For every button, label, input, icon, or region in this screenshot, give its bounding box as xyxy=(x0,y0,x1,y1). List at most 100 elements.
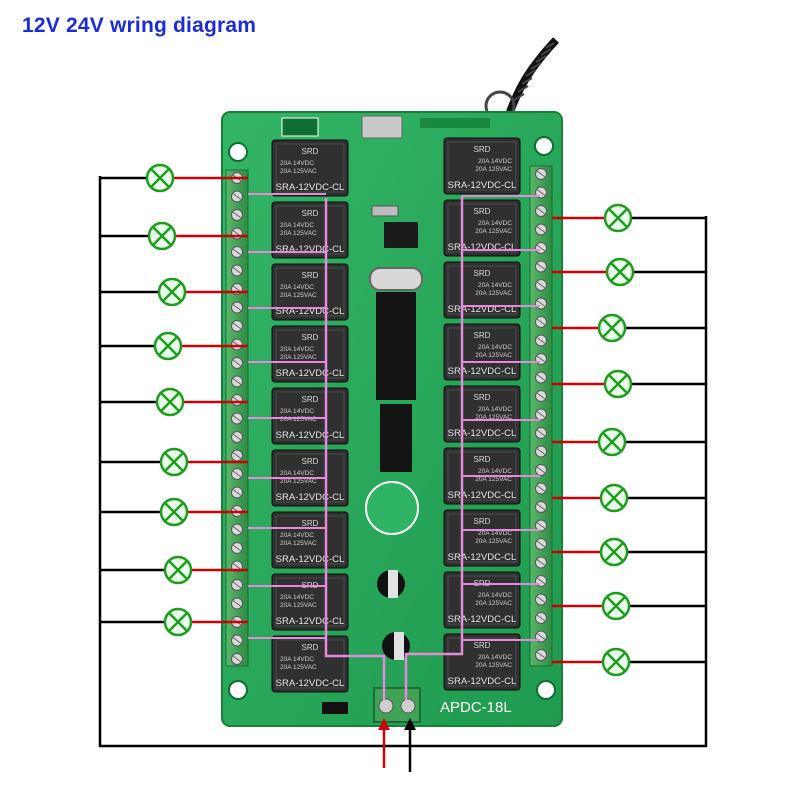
relay-model: SRA-12VDC-CL xyxy=(276,368,345,379)
lamp-icon xyxy=(159,497,189,527)
relay-rating: 20A 125VAC xyxy=(475,662,512,669)
relay-brand: SRD xyxy=(302,333,319,342)
relay-rating: 20A 14VDC xyxy=(280,408,314,415)
relay-rating: 20A 14VDC xyxy=(478,344,512,351)
common-pink-bus xyxy=(404,196,464,700)
relay-brand: SRD xyxy=(474,641,491,650)
lamp-icon xyxy=(153,331,183,361)
terminal-strip xyxy=(529,165,553,667)
relay-brand: SRD xyxy=(302,395,319,404)
lamp-icon xyxy=(163,607,193,637)
relay-rating: 20A 14VDC xyxy=(280,470,314,477)
relay-rating: 20A 14VDC xyxy=(478,592,512,599)
relay-rating: 20A 14VDC xyxy=(478,406,512,413)
lamp-icon xyxy=(601,591,631,621)
relay-model: SRA-12VDC-CL xyxy=(448,676,517,687)
relay-rating: 20A 14VDC xyxy=(478,220,512,227)
relay-rating: 20A 125VAC xyxy=(280,664,317,671)
relay-rating: 20A 125VAC xyxy=(475,352,512,359)
relay-brand: SRD xyxy=(302,457,319,466)
relay-rating: 20A 125VAC xyxy=(475,538,512,545)
relay-model: SRA-12VDC-CL xyxy=(276,492,345,503)
relay-model: SRA-12VDC-CL xyxy=(276,554,345,565)
relay-model: SRA-12VDC-CL xyxy=(448,552,517,563)
buzzer xyxy=(365,481,419,535)
wire-group xyxy=(98,176,708,748)
lamp-icon xyxy=(597,313,627,343)
driver-chip xyxy=(380,404,412,472)
lamp-icon xyxy=(599,483,629,513)
relay-rating: 20A 125VAC xyxy=(475,228,512,235)
relay-rating: 20A 125VAC xyxy=(280,540,317,547)
relay-model: SRA-12VDC-CL xyxy=(448,366,517,377)
lamp-icon xyxy=(599,537,629,567)
relay-rating: 20A 14VDC xyxy=(280,284,314,291)
power-terminal xyxy=(373,687,421,723)
relay-rating: 20A 14VDC xyxy=(280,656,314,663)
relay-brand: SRD xyxy=(474,269,491,278)
mount-hole xyxy=(534,136,554,156)
relay-model: SRA-12VDC-CL xyxy=(276,244,345,255)
crystal xyxy=(369,267,423,291)
relay-model: SRA-12VDC-CL xyxy=(448,180,517,191)
relay-rating: 20A 125VAC xyxy=(280,354,317,361)
relay-model: SRA-12VDC-CL xyxy=(448,242,517,253)
relay-brand: SRD xyxy=(302,519,319,528)
lamp-icon xyxy=(159,447,189,477)
power-input-arrows xyxy=(378,718,416,772)
relay-brand: SRD xyxy=(474,145,491,154)
board-model-label: APDC-18L xyxy=(440,699,512,716)
relay-rating: 20A 14VDC xyxy=(478,654,512,661)
relay-rating: 20A 14VDC xyxy=(280,594,314,601)
relay-rating: 20A 125VAC xyxy=(280,292,317,299)
lamp-icon xyxy=(145,163,175,193)
mount-hole xyxy=(228,680,248,700)
relay-rating: 20A 125VAC xyxy=(475,600,512,607)
lamp-icon xyxy=(163,555,193,585)
relay-brand: SRD xyxy=(474,331,491,340)
fuse xyxy=(322,702,348,714)
mount-hole xyxy=(536,680,556,700)
relay-brand: SRD xyxy=(302,209,319,218)
relay-rating: 20A 125VAC xyxy=(475,290,512,297)
relay-model: SRA-12VDC-CL xyxy=(276,616,345,627)
relay-model: SRA-12VDC-CL xyxy=(276,182,345,193)
lamp-icon xyxy=(603,369,633,399)
relay-model: SRA-12VDC-CL xyxy=(276,678,345,689)
lamp-icon xyxy=(155,387,185,417)
relay-rating: 20A 125VAC xyxy=(280,168,317,175)
lamp-icon xyxy=(597,427,627,457)
relay-rating: 20A 125VAC xyxy=(475,476,512,483)
relay-rating: 20A 125VAC xyxy=(280,602,317,609)
common-pink-bus xyxy=(324,198,386,700)
relay-model: SRA-12VDC-CL xyxy=(448,304,517,315)
relay-rating: 20A 125VAC xyxy=(280,416,317,423)
lamp-group xyxy=(145,163,635,677)
relay-model: SRA-12VDC-CL xyxy=(448,428,517,439)
relay-rating: 20A 14VDC xyxy=(478,282,512,289)
relay-rating: 20A 14VDC xyxy=(280,532,314,539)
relay-model: SRA-12VDC-CL xyxy=(448,490,517,501)
relay-brand: SRD xyxy=(302,643,319,652)
mount-hole xyxy=(228,142,248,162)
relay-rating: 20A 14VDC xyxy=(478,468,512,475)
diagram-title: 12V 24V wring diagram xyxy=(22,14,257,37)
mcu-chip xyxy=(376,292,416,400)
relay-rating: 20A 14VDC xyxy=(280,160,314,167)
lamp-icon xyxy=(157,277,187,307)
